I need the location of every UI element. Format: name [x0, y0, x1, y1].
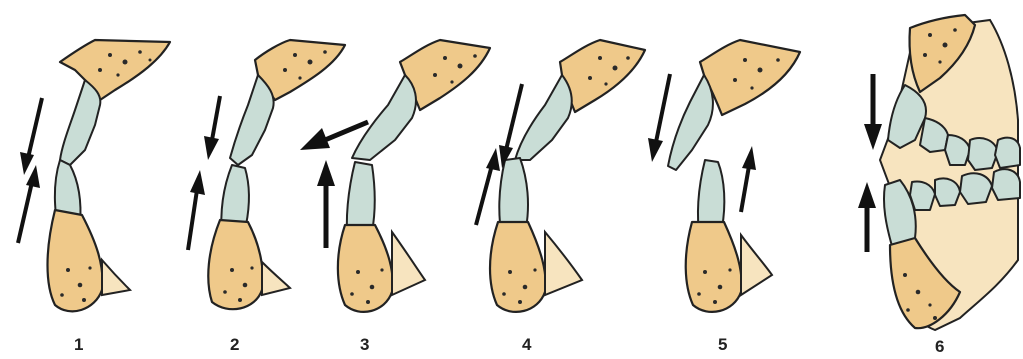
down-arrow-icon — [20, 98, 42, 175]
panel-label-5: 5 — [718, 335, 727, 354]
panel-label-6: 6 — [935, 337, 944, 356]
down-arrow-icon — [648, 74, 670, 162]
panel-4: 4 — [476, 40, 645, 354]
upper-incisor — [515, 75, 572, 160]
down-arrow-icon — [204, 96, 220, 160]
down-arrow-icon — [864, 74, 882, 150]
upper-incisor — [60, 80, 100, 165]
lower-jaw-bone — [338, 225, 425, 312]
up-arrow-icon — [188, 170, 205, 250]
up-arrow-icon — [317, 160, 335, 248]
upper-incisor — [668, 75, 713, 170]
panel-label-4: 4 — [522, 335, 532, 354]
upper-jaw-bone — [700, 40, 800, 115]
panel-label-2: 2 — [230, 335, 239, 354]
panel-2: 2 — [188, 40, 345, 354]
panel-5: 5 — [648, 40, 800, 354]
lower-jaw-bone — [48, 210, 131, 311]
upper-incisor — [352, 75, 416, 160]
panel-label-1: 1 — [74, 335, 83, 354]
lower-jaw-bone — [490, 222, 582, 312]
lower-jaw-bone — [208, 220, 290, 309]
panel-1: 1 — [18, 40, 170, 354]
up-arrow-icon — [741, 146, 756, 212]
up-arrow-icon — [476, 148, 500, 225]
upper-jaw-bone — [60, 40, 170, 100]
panel-6: 6 — [858, 15, 1020, 356]
up-arrow-icon — [858, 182, 876, 252]
upper-incisor — [230, 75, 274, 165]
panel-label-3: 3 — [360, 335, 369, 354]
panel-3: 3 — [300, 40, 490, 354]
up-arrow-icon — [18, 165, 40, 243]
lower-jaw-bone — [686, 222, 772, 312]
